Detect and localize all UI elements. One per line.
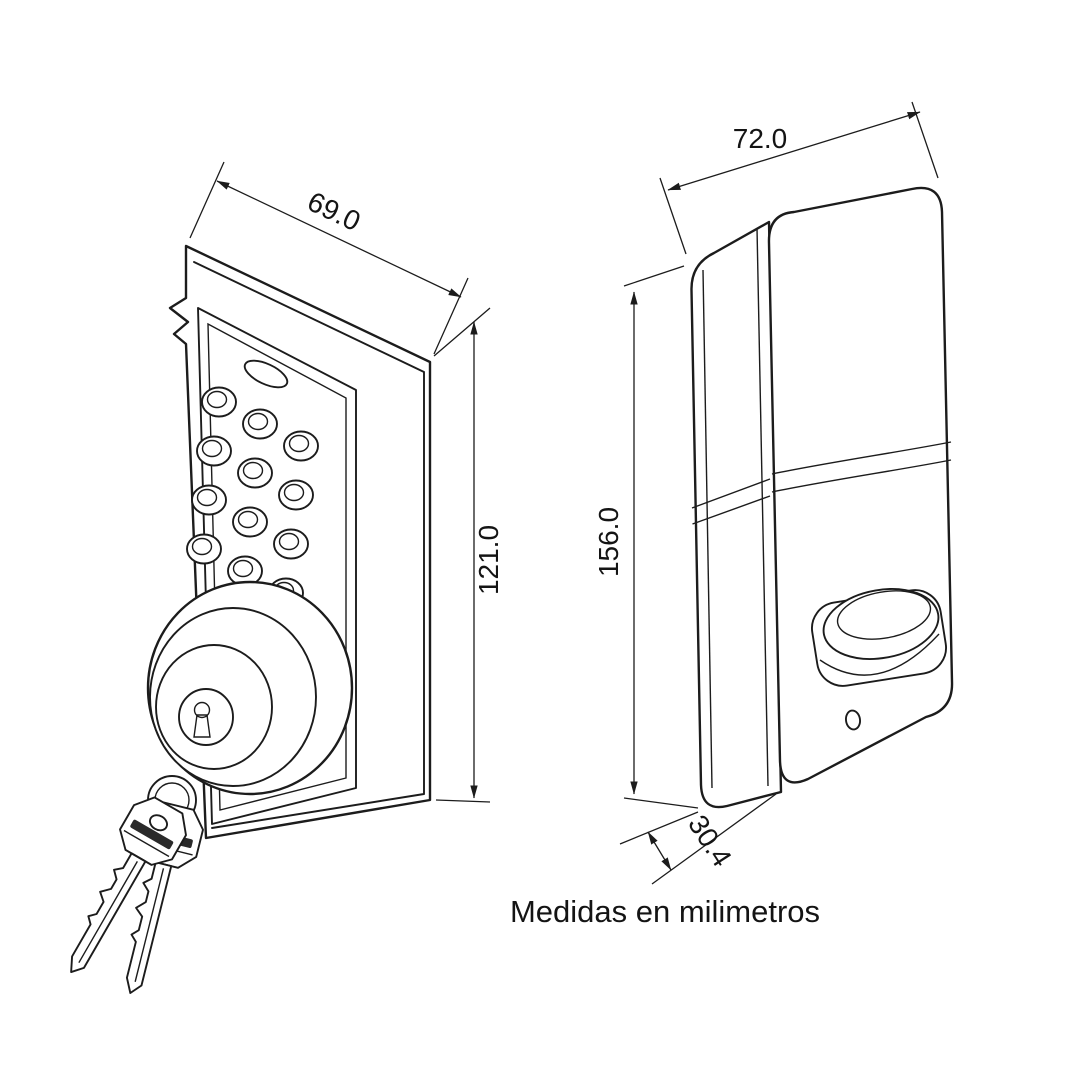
dim-rear-width: 72.0 xyxy=(659,101,939,255)
dim-rear-height: 156.0 xyxy=(593,265,699,809)
keypad-button xyxy=(232,506,268,538)
keypad-button xyxy=(273,528,309,560)
keypad-button xyxy=(201,386,237,418)
caption: Medidas en milimetros xyxy=(510,894,820,929)
rear-height-label: 156.0 xyxy=(593,507,624,577)
keyhole xyxy=(193,701,211,719)
dim-front-height: 121.0 xyxy=(433,307,504,803)
indicator-led xyxy=(243,359,289,389)
rear-view: 72.0 156.0 30.4 xyxy=(593,101,954,885)
rear-depth-label: 30.4 xyxy=(682,810,738,873)
keypad-button xyxy=(237,457,273,489)
keypad-button xyxy=(278,479,314,511)
keypad-button xyxy=(242,408,278,440)
side-edge-line xyxy=(702,269,713,789)
mounting-hole xyxy=(844,709,862,731)
key xyxy=(45,789,196,989)
thumb-turn xyxy=(811,588,947,687)
front-height-label: 121.0 xyxy=(473,525,504,595)
front-width-label: 69.0 xyxy=(303,186,366,237)
keypad-button xyxy=(186,533,222,565)
keypad-button xyxy=(283,430,319,462)
keyhole-slot xyxy=(193,714,211,738)
keypad-button xyxy=(196,435,232,467)
rear-lock-side xyxy=(690,220,783,809)
keypad-button xyxy=(191,484,227,516)
rear-width-label: 72.0 xyxy=(733,123,788,154)
lock-cylinder xyxy=(146,580,354,796)
rear-lock-body xyxy=(767,186,954,784)
side-highlight-line xyxy=(756,227,769,787)
cover-seam xyxy=(691,441,952,525)
front-view: 69.0 121.0 xyxy=(45,161,504,1002)
